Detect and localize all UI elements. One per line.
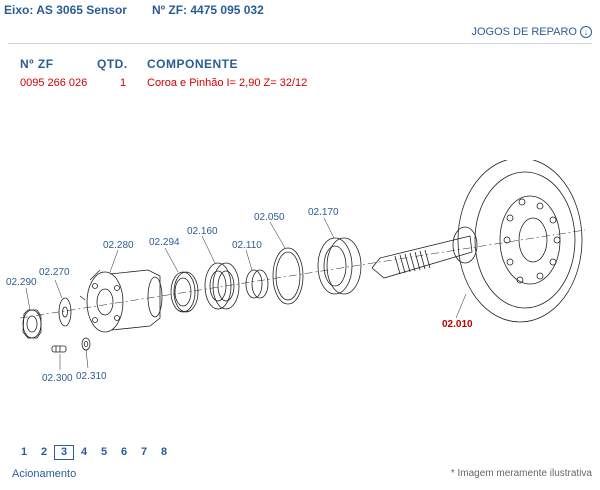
zf-number-title: Nº ZF: 4475 095 032 [152,3,264,17]
acionamento-link[interactable]: Acionamento [12,468,77,480]
callout-02-310[interactable]: 02.310 [76,371,107,382]
callout-02-290[interactable]: 02.290 [6,277,37,288]
axle-title: Eixo: AS 3065 Sensor [4,3,127,17]
exploded-parts-diagram: 02.290 02.270 02.280 02.294 02.160 02.11… [6,160,586,384]
page-link-3-current[interactable]: 3 [54,445,74,460]
callout-02-270[interactable]: 02.270 [39,267,70,278]
part-spacer-ring[interactable] [245,269,269,299]
callout-02-050[interactable]: 02.050 [254,212,285,223]
callout-02-160[interactable]: 02.160 [187,226,218,237]
center-axis-line [19,229,586,319]
row-nzf[interactable]: 0095 266 026 [20,77,88,89]
circle-arrow-down-icon: ↓ [580,26,592,38]
repair-kits-label: JOGOS DE REPARO [471,26,577,38]
header-bar: Eixo: AS 3065 Sensor Nº ZF: 4475 095 032 [0,0,600,20]
part-washer[interactable] [58,297,72,327]
col-header-componente: COMPONENTE [147,57,239,71]
page-link-7[interactable]: 7 [140,446,148,458]
callout-labels: 02.290 02.270 02.280 02.294 02.160 02.11… [6,207,473,384]
callout-02-294[interactable]: 02.294 [149,237,180,248]
col-header-nzf: Nº ZF [20,57,54,71]
page-link-6[interactable]: 6 [120,446,128,458]
page-link-1[interactable]: 1 [20,446,28,458]
page-link-2[interactable]: 2 [40,446,48,458]
page-link-5[interactable]: 5 [100,446,108,458]
part-bearing[interactable] [204,262,240,310]
divider [8,43,592,44]
repair-kits-link[interactable]: JOGOS DE REPARO ↓ [471,26,592,38]
callout-02-010[interactable]: 02.010 [442,319,473,330]
col-header-qtd: QTD. [97,57,128,71]
part-nut[interactable] [22,309,42,339]
part-seal[interactable] [170,271,199,313]
callout-02-110[interactable]: 02.110 [232,240,262,251]
row-componente[interactable]: Coroa e Pinhão I= 2,90 Z= 32/12 [147,77,308,89]
part-shim[interactable] [272,247,304,305]
part-crown-pinion[interactable] [371,160,583,323]
leader-lines [25,217,467,370]
illustrative-note: * Imagem meramente ilustrativa [450,468,592,479]
page-link-8[interactable]: 8 [160,446,168,458]
row-qtd: 1 [120,77,127,89]
part-small-nut[interactable] [81,337,91,351]
callout-02-170[interactable]: 02.170 [308,207,339,218]
part-flange[interactable] [79,269,163,333]
part-bolt[interactable] [51,345,67,353]
callout-02-280[interactable]: 02.280 [103,240,134,251]
pagination: 1 2 3 4 5 6 7 8 [14,445,174,460]
page-link-4[interactable]: 4 [80,446,88,458]
part-bearing-cup[interactable] [317,237,362,295]
callout-02-300[interactable]: 02.300 [42,373,73,384]
